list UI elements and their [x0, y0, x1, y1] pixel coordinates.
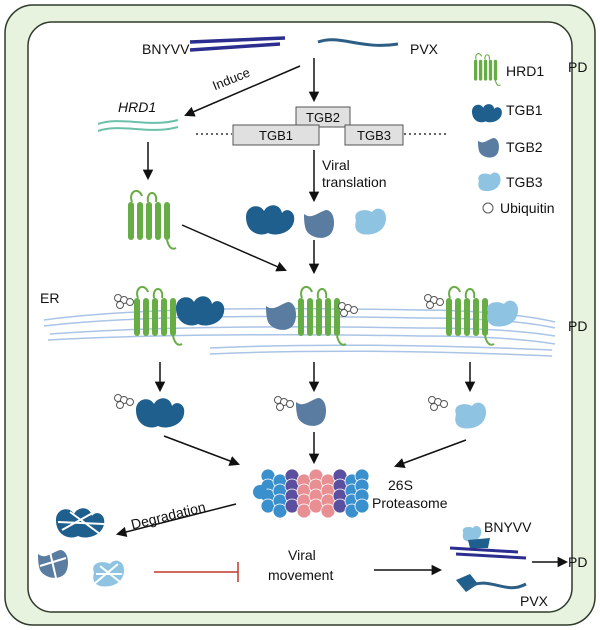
viral-movement-label-1: Viral	[288, 547, 316, 563]
viral-translation-label-1: Viral	[322, 157, 350, 173]
degraded-tgb2-icon	[38, 550, 68, 579]
svg-text:TGB1: TGB1	[259, 128, 293, 143]
proteasome-subunit	[253, 485, 267, 499]
legend-label-hrd1: HRD1	[506, 63, 544, 79]
pd-label-bottom: PD	[568, 554, 587, 570]
tgb3-gene-box	[344, 124, 404, 146]
induce-arrow	[184, 65, 301, 117]
legend-label-ubiquitin: Ubiquitin	[500, 200, 554, 216]
bnyvv-label-top: BNYVV	[142, 41, 190, 57]
tgb1-gene-box	[232, 124, 320, 146]
proteasome-26s-icon	[253, 468, 370, 519]
legend: HRD1 TGB1 TGB2 TGB3 Ubiquitin	[472, 53, 554, 216]
bnyvv-rna-icon	[189, 36, 286, 44]
viral-movement-label-2: movement	[268, 567, 333, 583]
bnyvv-rna-bottom-icon	[449, 546, 519, 554]
svg-text:TGB3: TGB3	[357, 128, 391, 143]
legend-ubiquitin-icon	[482, 202, 494, 214]
degraded-tgb1-icon	[56, 508, 105, 538]
pvx-rna-bottom-icon	[465, 581, 527, 590]
degradation-arrow	[115, 503, 237, 538]
legend-label-tgb2: TGB2	[506, 139, 543, 155]
pd-label-mid: PD	[568, 318, 587, 334]
legend-label-tgb3: TGB3	[506, 174, 543, 190]
legend-label-tgb1: TGB1	[506, 102, 543, 118]
degraded-tgb3-icon	[93, 560, 124, 587]
proteasome-subunit	[354, 498, 370, 514]
svg-text:TGB2: TGB2	[306, 110, 340, 125]
hrd1-mrna-icon	[97, 119, 179, 125]
er-label: ER	[40, 290, 59, 306]
viral-translation-label-2: translation	[322, 174, 387, 190]
pvx-label-bottom: PVX	[520, 593, 549, 609]
proteasome-26s-label: 26S	[388, 477, 413, 493]
hrd1-gene-label: HRD1	[118, 99, 156, 115]
bnyvv-label-bottom: BNYVV	[484, 519, 532, 535]
pvx-rna-icon	[317, 38, 399, 47]
tgb2-gene-box	[295, 106, 351, 128]
proteasome-label: Proteasome	[372, 495, 448, 511]
pvx-label-top: PVX	[410, 41, 439, 57]
pd-label-top: PD	[568, 59, 587, 75]
